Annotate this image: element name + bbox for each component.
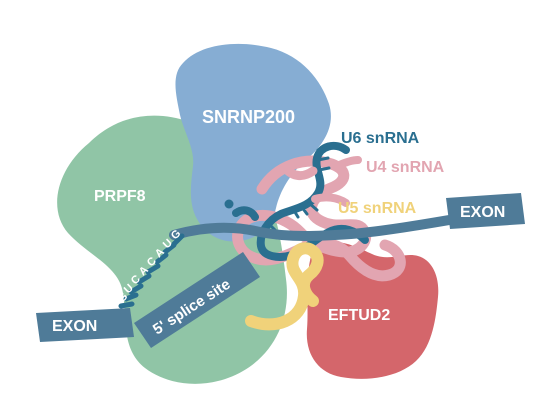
nucleotide-tick bbox=[136, 273, 152, 285]
snrnp200-protein bbox=[175, 43, 331, 242]
nucleotide-tick bbox=[171, 233, 185, 247]
u6-tick bbox=[299, 204, 309, 216]
eftud2-label: EFTUD2 bbox=[328, 307, 390, 324]
u6-tick bbox=[307, 201, 319, 212]
nucleotide-tick bbox=[118, 301, 135, 309]
u6-tick bbox=[291, 207, 300, 219]
nucleotide-arc bbox=[118, 233, 185, 309]
u4-snrna-tail bbox=[333, 156, 362, 170]
u5-snrna-strand bbox=[245, 242, 324, 331]
splice-site-bar bbox=[134, 252, 260, 348]
u4-snrna-label: U4 snRNA bbox=[366, 159, 445, 176]
nucleotide-tick bbox=[162, 242, 177, 255]
prpf8-label: PRPF8 bbox=[94, 188, 146, 205]
u6-dot bbox=[224, 199, 234, 209]
nucleotide-tick bbox=[123, 292, 139, 302]
nucleotide-tick bbox=[128, 283, 144, 295]
snrnp200-label: SNRNP200 bbox=[202, 107, 295, 127]
exon-left-label: EXON bbox=[52, 318, 97, 335]
exon-backbone bbox=[36, 193, 525, 348]
u6-tick bbox=[317, 166, 331, 172]
exon-right-box bbox=[446, 193, 525, 229]
nucleotide-tick bbox=[145, 263, 161, 275]
exon-left-box bbox=[36, 308, 134, 342]
u5-snrna-label: U5 snRNA bbox=[338, 200, 417, 217]
nucleotide-tick bbox=[154, 252, 169, 265]
u4-snrna-overlay bbox=[311, 193, 350, 207]
u4-snrna-overlay bbox=[280, 163, 318, 180]
mrna-line bbox=[169, 213, 466, 241]
u6-tick bbox=[316, 146, 330, 152]
u6-snrna-front bbox=[232, 206, 259, 221]
exon-right-label: EXON bbox=[460, 204, 505, 221]
u6-snrna-label: U6 snRNA bbox=[341, 130, 420, 147]
eftud2-protein bbox=[306, 241, 439, 379]
u6-tick bbox=[316, 156, 330, 162]
